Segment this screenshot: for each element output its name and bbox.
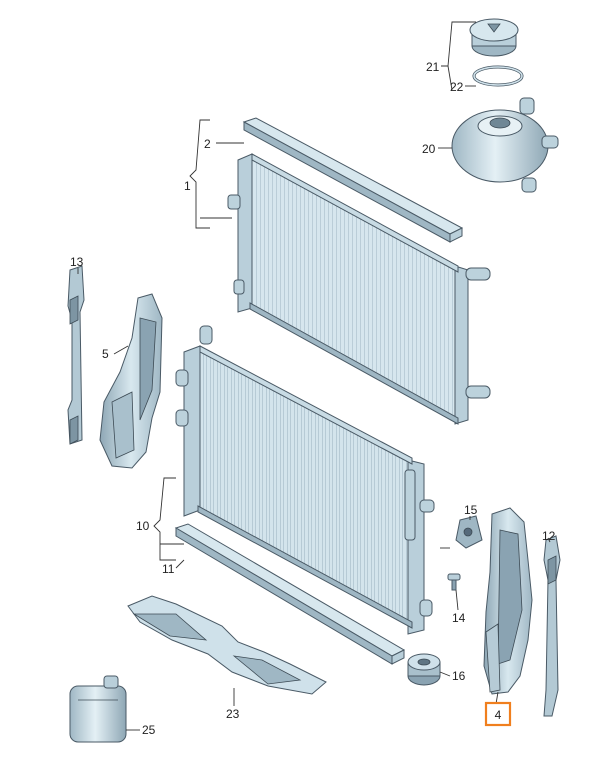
label-part-22: 22 [450,80,464,94]
screw [447,573,461,591]
label-part-21: 21 [426,60,440,74]
label-part-10: 10 [136,519,150,533]
highlight-box [484,701,512,727]
radiator-front [175,325,435,635]
label-part-16: 16 [452,669,466,683]
label-part-5: 5 [102,347,109,361]
label-part-15: 15 [464,503,478,517]
label-part-13: 13 [70,255,84,269]
side-bracket-right [543,535,561,717]
air-duct-left [99,293,163,469]
seal-strip-lower [174,523,406,665]
cap-lower [407,653,441,686]
label-part-20: 20 [422,142,436,156]
rubber-mount [455,515,483,549]
radiator-rear [227,153,491,425]
side-bracket-left [67,265,85,445]
coolant-container [69,675,127,743]
part-callouts: 1 2 21 22 20 13 5 10 11 15 14 16 12 23 2… [70,60,556,737]
leader-lines [77,21,551,731]
air-duct-right [483,507,533,695]
seal-strip-upper [242,117,464,243]
seal-ring [472,65,524,87]
label-part-12: 12 [542,529,556,543]
label-part-2: 2 [204,137,211,151]
label-part-23: 23 [226,707,240,721]
expansion-tank [451,97,559,193]
label-part-4[interactable]: 4 [495,708,502,722]
label-part-25: 25 [142,723,156,737]
label-part-1: 1 [184,179,191,193]
air-guide-lower [127,595,327,695]
label-part-11: 11 [162,562,175,576]
label-part-14: 14 [452,611,466,625]
tank-cap [469,18,519,57]
